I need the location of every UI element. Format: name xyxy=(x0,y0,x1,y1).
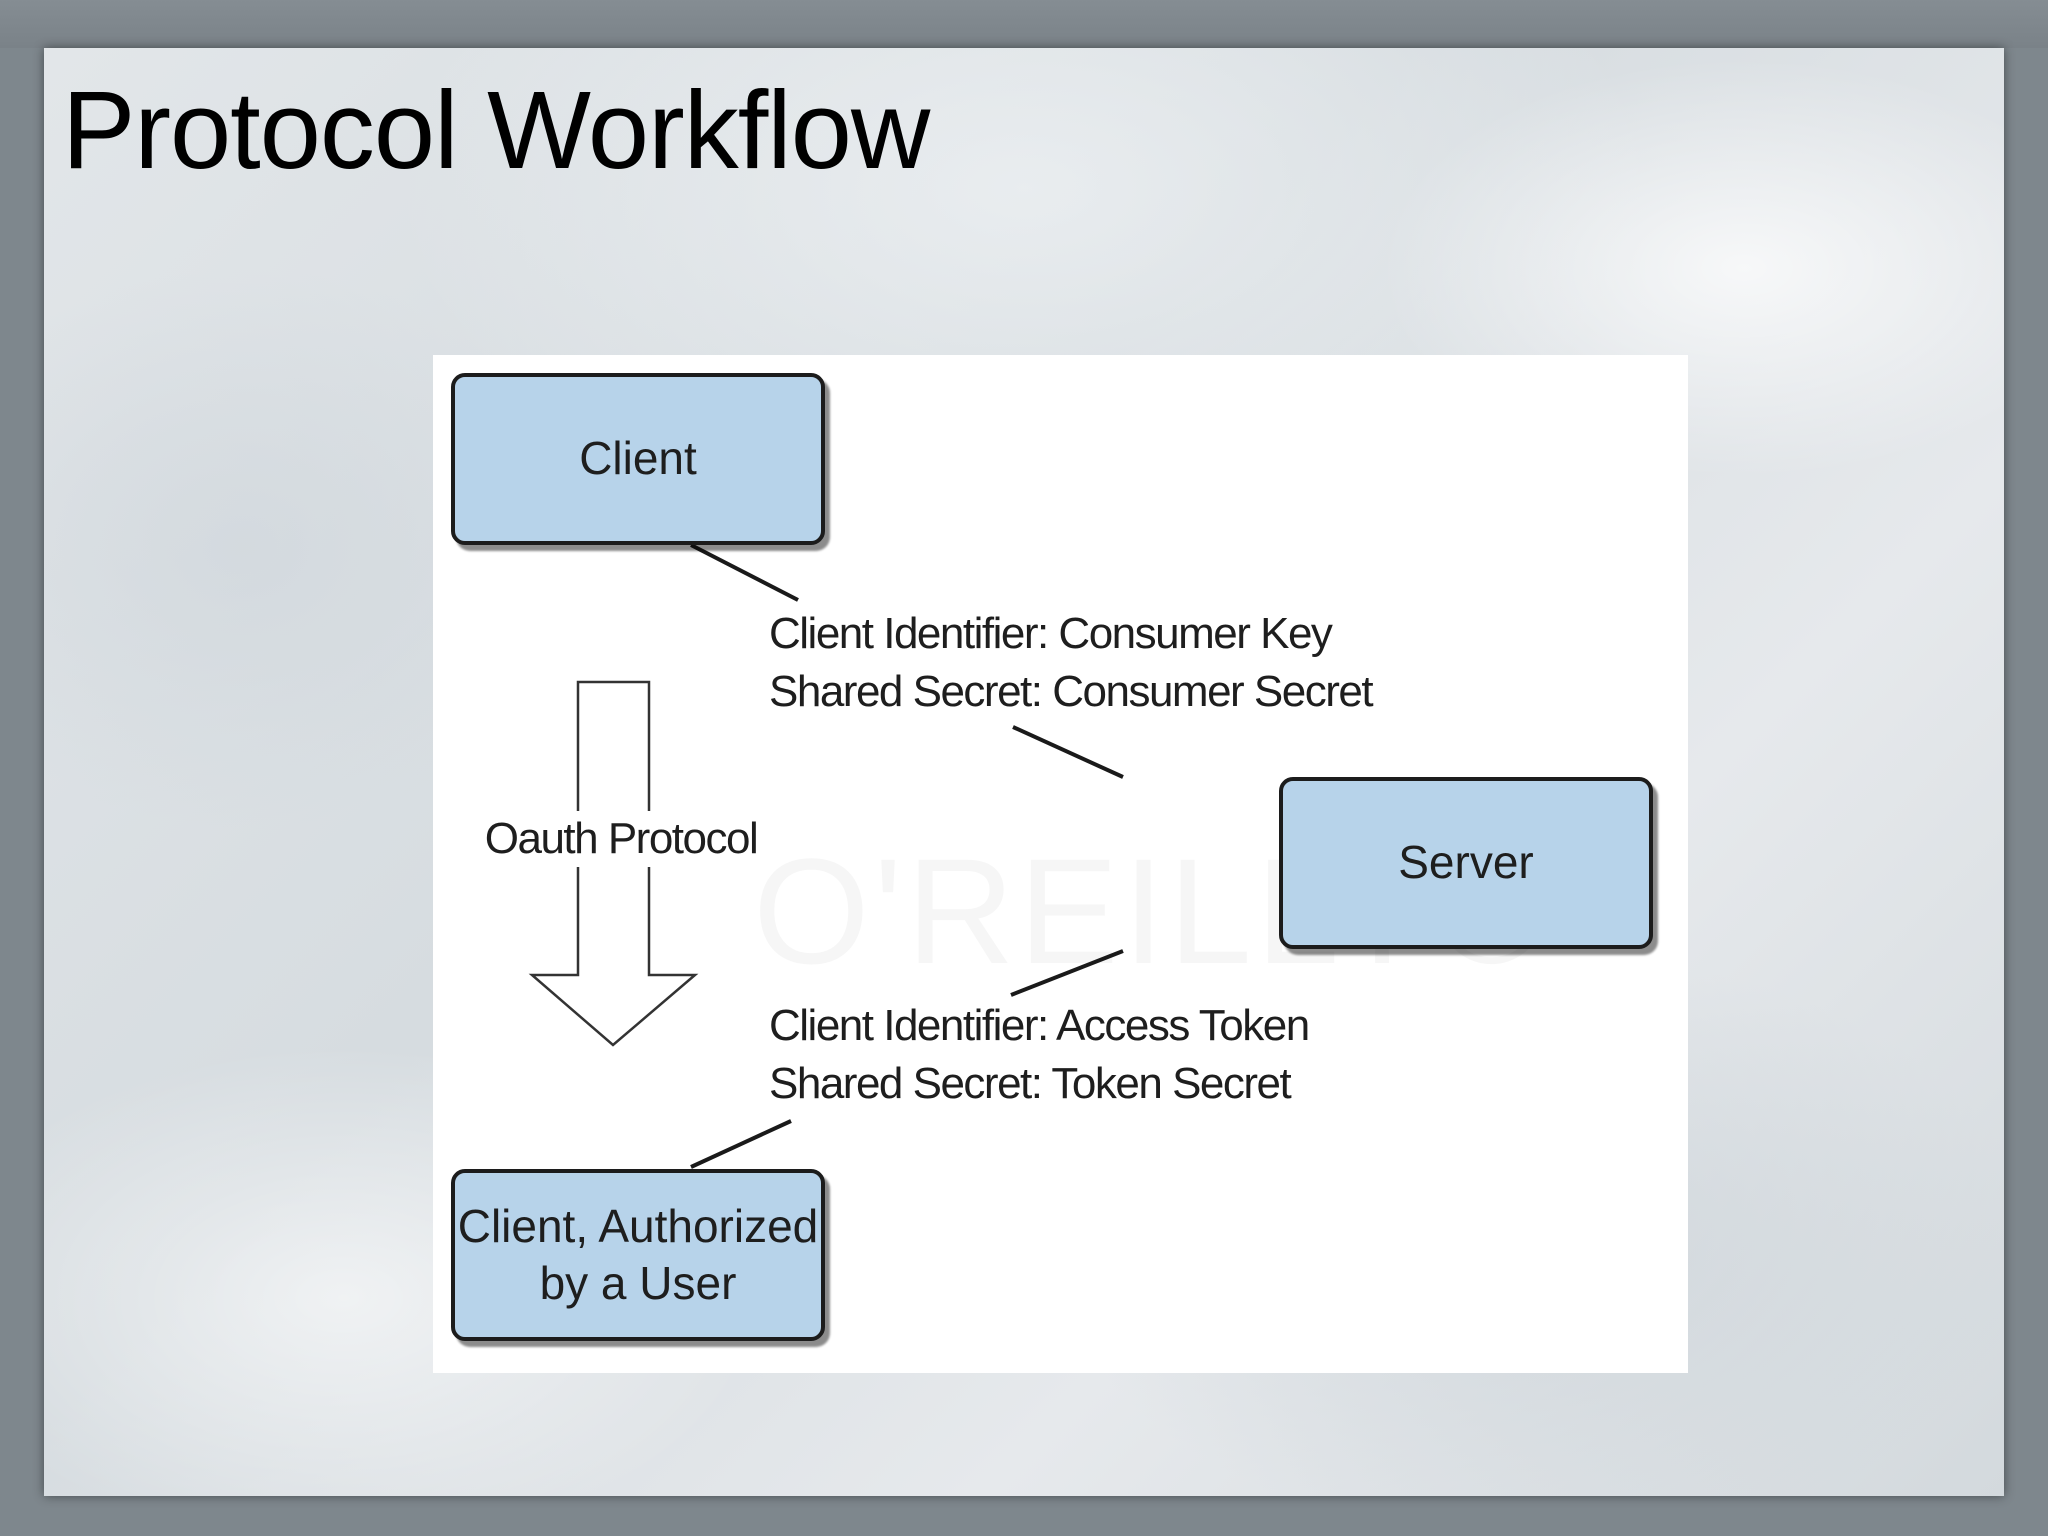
authorized-client-node-label: Client, Authorized by a User xyxy=(457,1199,819,1310)
token-secret-line: Shared Secret: Token Secret xyxy=(769,1059,1292,1108)
connector-label-to-authorized xyxy=(690,1119,792,1169)
workflow-diagram: O'REILLY® Oauth Protocol Client Client I… xyxy=(433,355,1688,1373)
access-token-line: Client Identifier: Access Token xyxy=(769,1001,1310,1050)
consumer-key-line: Client Identifier: Consumer Key xyxy=(769,609,1333,658)
window-frame xyxy=(0,0,2048,48)
slide-title: Protocol Workflow xyxy=(62,69,930,192)
client-node: Client xyxy=(451,373,825,545)
client-node-label: Client xyxy=(579,432,697,485)
connector-label-to-server xyxy=(1012,725,1124,779)
server-node-label: Server xyxy=(1398,836,1534,889)
slide: Protocol Workflow O'REILLY® Oauth Protoc… xyxy=(44,48,2004,1496)
consumer-secret-line: Shared Secret: Consumer Secret xyxy=(769,667,1374,716)
authorized-client-node: Client, Authorized by a User xyxy=(451,1169,825,1341)
flow-arrow-label: Oauth Protocol xyxy=(471,811,771,867)
connector-server-to-label xyxy=(1010,949,1124,997)
connector-client-to-label xyxy=(690,543,799,602)
server-node: Server xyxy=(1279,777,1653,949)
token-credentials-label: Client Identifier: Access Token Shared S… xyxy=(769,997,1310,1113)
consumer-credentials-label: Client Identifier: Consumer Key Shared S… xyxy=(769,605,1374,721)
